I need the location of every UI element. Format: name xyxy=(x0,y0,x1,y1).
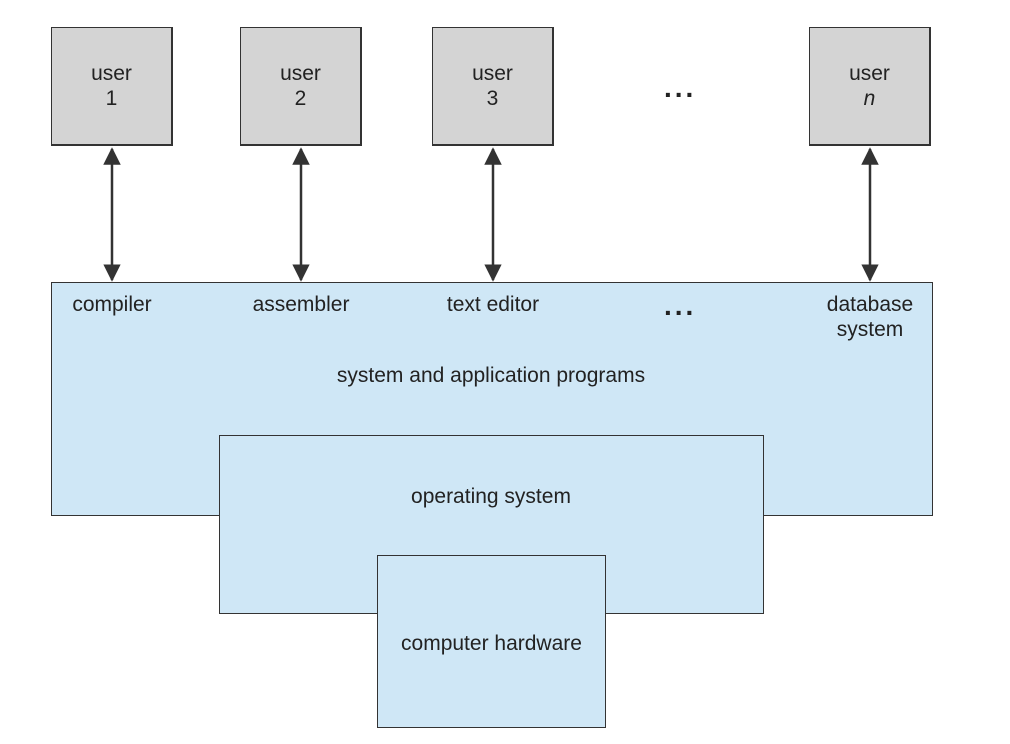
user-box-1: user 1 xyxy=(51,27,173,146)
user-number: n xyxy=(863,87,876,110)
user-box-n: user n xyxy=(809,27,931,146)
apps-layer-label: system and application programs xyxy=(336,364,646,387)
programs-ellipsis: ... xyxy=(664,290,697,321)
user-label: user xyxy=(849,62,890,85)
user-box-2: user 2 xyxy=(240,27,362,146)
user-label: user xyxy=(91,62,132,85)
program-label-database-line1: database xyxy=(826,293,914,316)
os-layer-label: operating system xyxy=(411,485,571,508)
user-number: 2 xyxy=(294,87,307,110)
users-ellipsis: ... xyxy=(664,72,697,103)
user-label: user xyxy=(472,62,513,85)
user-number: 3 xyxy=(486,87,499,110)
program-label-assembler: assembler xyxy=(252,293,350,316)
program-label-compiler: compiler xyxy=(72,293,152,316)
hardware-layer-box xyxy=(377,555,606,728)
hardware-layer-label: computer hardware xyxy=(401,632,582,655)
user-label: user xyxy=(280,62,321,85)
user-number: 1 xyxy=(105,87,118,110)
program-label-text-editor: text editor xyxy=(446,293,540,316)
user-box-3: user 3 xyxy=(432,27,554,146)
program-label-database-line2: system xyxy=(836,318,904,341)
